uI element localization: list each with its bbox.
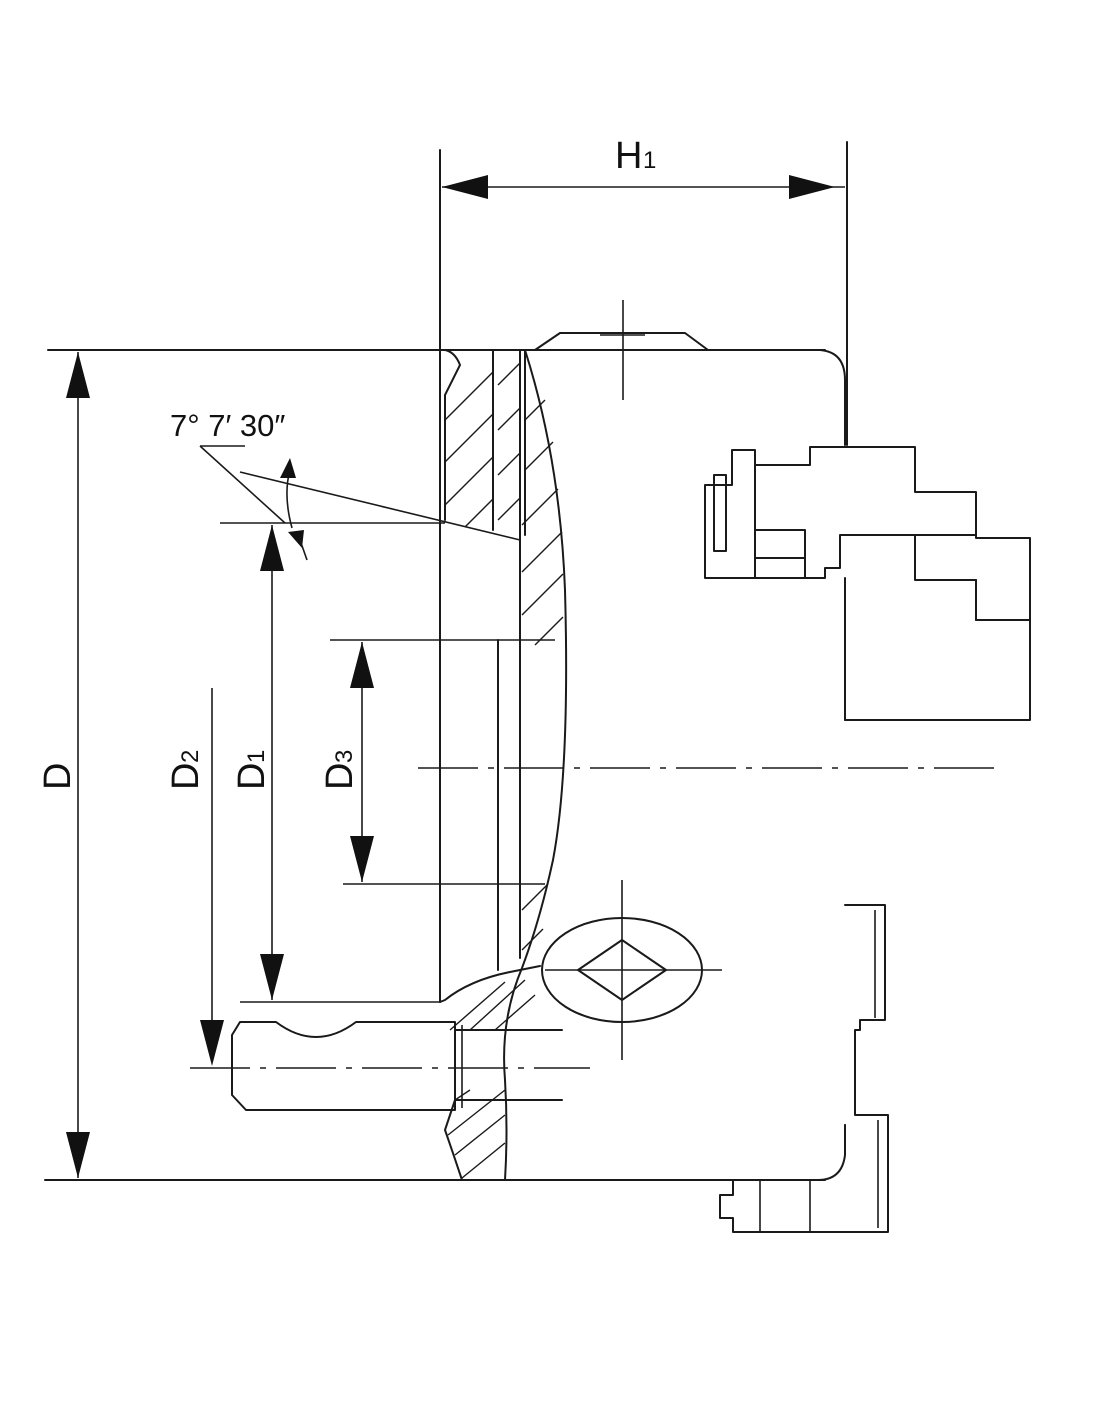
dim-d2: D 2 — [165, 750, 224, 1066]
taper-angle: 7° 7′ 30″ — [170, 408, 521, 561]
dim-d1: D 1 — [231, 525, 284, 1000]
dim-d3: D 3 — [319, 642, 374, 882]
dim-h1-subscript: 1 — [643, 147, 656, 174]
dim-h1-label: H — [615, 135, 642, 177]
dim-d: D — [37, 352, 90, 1178]
top-key — [534, 300, 709, 400]
key-hole — [541, 880, 722, 1060]
dim-d3-subscript: 3 — [331, 750, 358, 763]
dim-d1-label: D — [231, 763, 273, 790]
dim-d2-subscript: 2 — [177, 750, 204, 763]
dim-d-label: D — [37, 763, 79, 790]
dim-d1-subscript: 1 — [243, 750, 270, 763]
upper-jaw — [704, 446, 1031, 721]
lower-side-jaw — [719, 904, 889, 1233]
section-profile — [439, 349, 568, 1181]
dim-h1: H 1 — [442, 135, 845, 199]
chuck-body-outline — [44, 141, 848, 1181]
extension-lines — [211, 522, 555, 1020]
dim-d3-label: D — [319, 763, 361, 790]
dim-d2-label: D — [165, 763, 207, 790]
lower-pin — [190, 1021, 590, 1111]
taper-angle-label: 7° 7′ 30″ — [170, 408, 285, 443]
